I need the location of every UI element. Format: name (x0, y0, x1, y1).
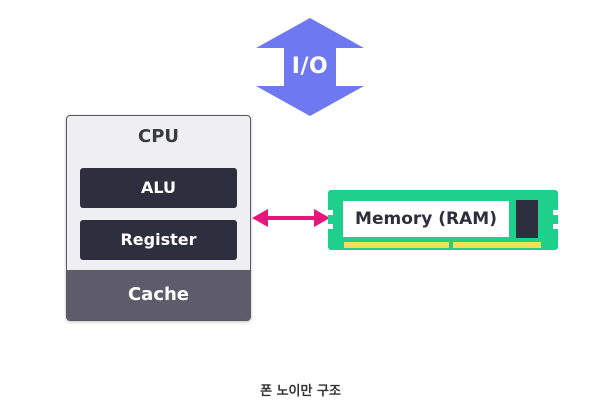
io-double-arrow (256, 18, 364, 116)
ram-module (328, 190, 558, 250)
cache-unit: Cache (67, 270, 250, 320)
cpu-block: CPU ALU Register Cache (66, 115, 251, 321)
memory-label: Memory (RAM) (355, 209, 497, 229)
cpu-memory-arrow (252, 209, 330, 227)
figure-caption: 폰 노이만 구조 (260, 384, 341, 399)
register-unit: Register (80, 220, 237, 260)
io-label: I/O (291, 54, 329, 79)
alu-unit: ALU (80, 168, 237, 208)
cpu-title: CPU (137, 126, 180, 147)
